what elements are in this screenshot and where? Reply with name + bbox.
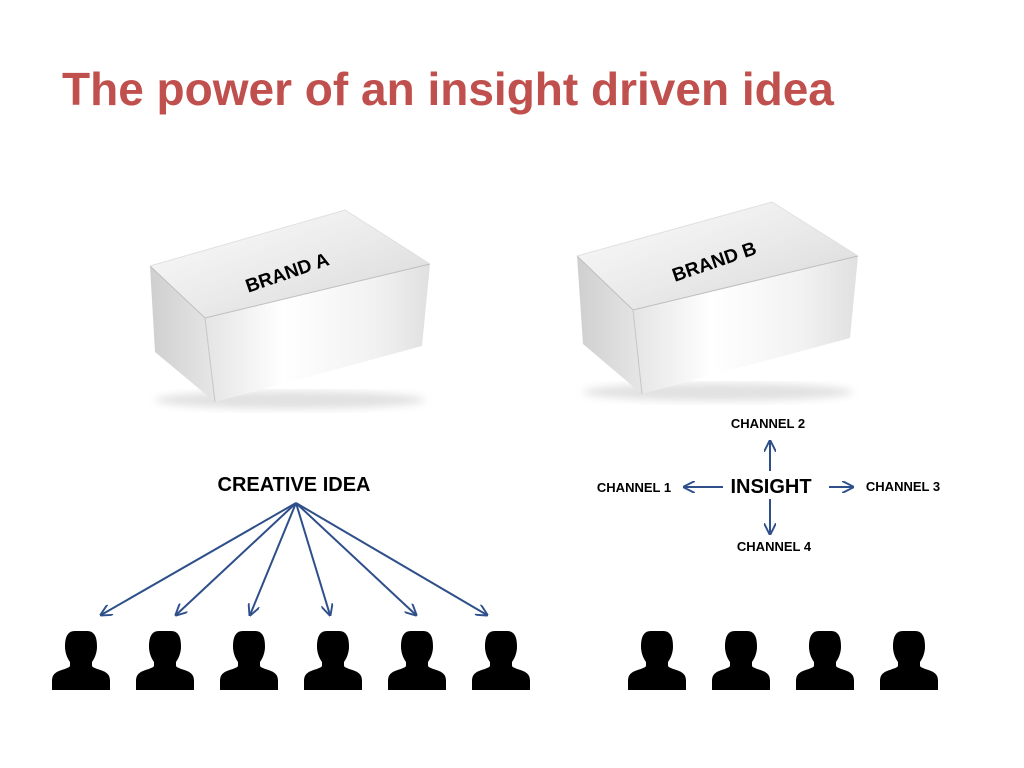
creative-idea-label: CREATIVE IDEA <box>218 474 371 496</box>
person-silhouette-icon <box>52 631 110 690</box>
person-silhouette-icon <box>880 631 938 690</box>
person-silhouette-icon <box>388 631 446 690</box>
white-box-icon <box>576 201 859 401</box>
box-brand-b: BRAND B <box>576 201 859 401</box>
channel-1-label: CHANNEL 1 <box>597 480 671 495</box>
person-silhouette-icon <box>136 631 194 690</box>
idea-arrow-1 <box>101 502 297 615</box>
channel-4-label: CHANNEL 4 <box>737 539 812 554</box>
person-silhouette-icon <box>712 631 770 690</box>
idea-arrow-5 <box>295 502 416 615</box>
idea-arrow-2 <box>176 502 297 615</box>
person-silhouette-icon <box>472 631 530 690</box>
audience-left <box>52 631 530 690</box>
channel-arrows <box>684 441 853 534</box>
insight-label: INSIGHT <box>730 476 811 498</box>
person-silhouette-icon <box>304 631 362 690</box>
box-brand-a: BRAND A <box>149 209 431 409</box>
slide-title: The power of an insight driven idea <box>62 63 834 115</box>
idea-arrow-4 <box>295 502 330 615</box>
person-silhouette-icon <box>220 631 278 690</box>
idea-arrow-3 <box>250 502 297 615</box>
channel-2-label: CHANNEL 2 <box>731 416 805 431</box>
idea-arrow-6 <box>295 502 487 615</box>
person-silhouette-icon <box>796 631 854 690</box>
channel-3-label: CHANNEL 3 <box>866 479 940 494</box>
white-box-icon <box>149 209 431 409</box>
audience-right <box>628 631 938 690</box>
person-silhouette-icon <box>628 631 686 690</box>
idea-arrows <box>101 502 487 615</box>
